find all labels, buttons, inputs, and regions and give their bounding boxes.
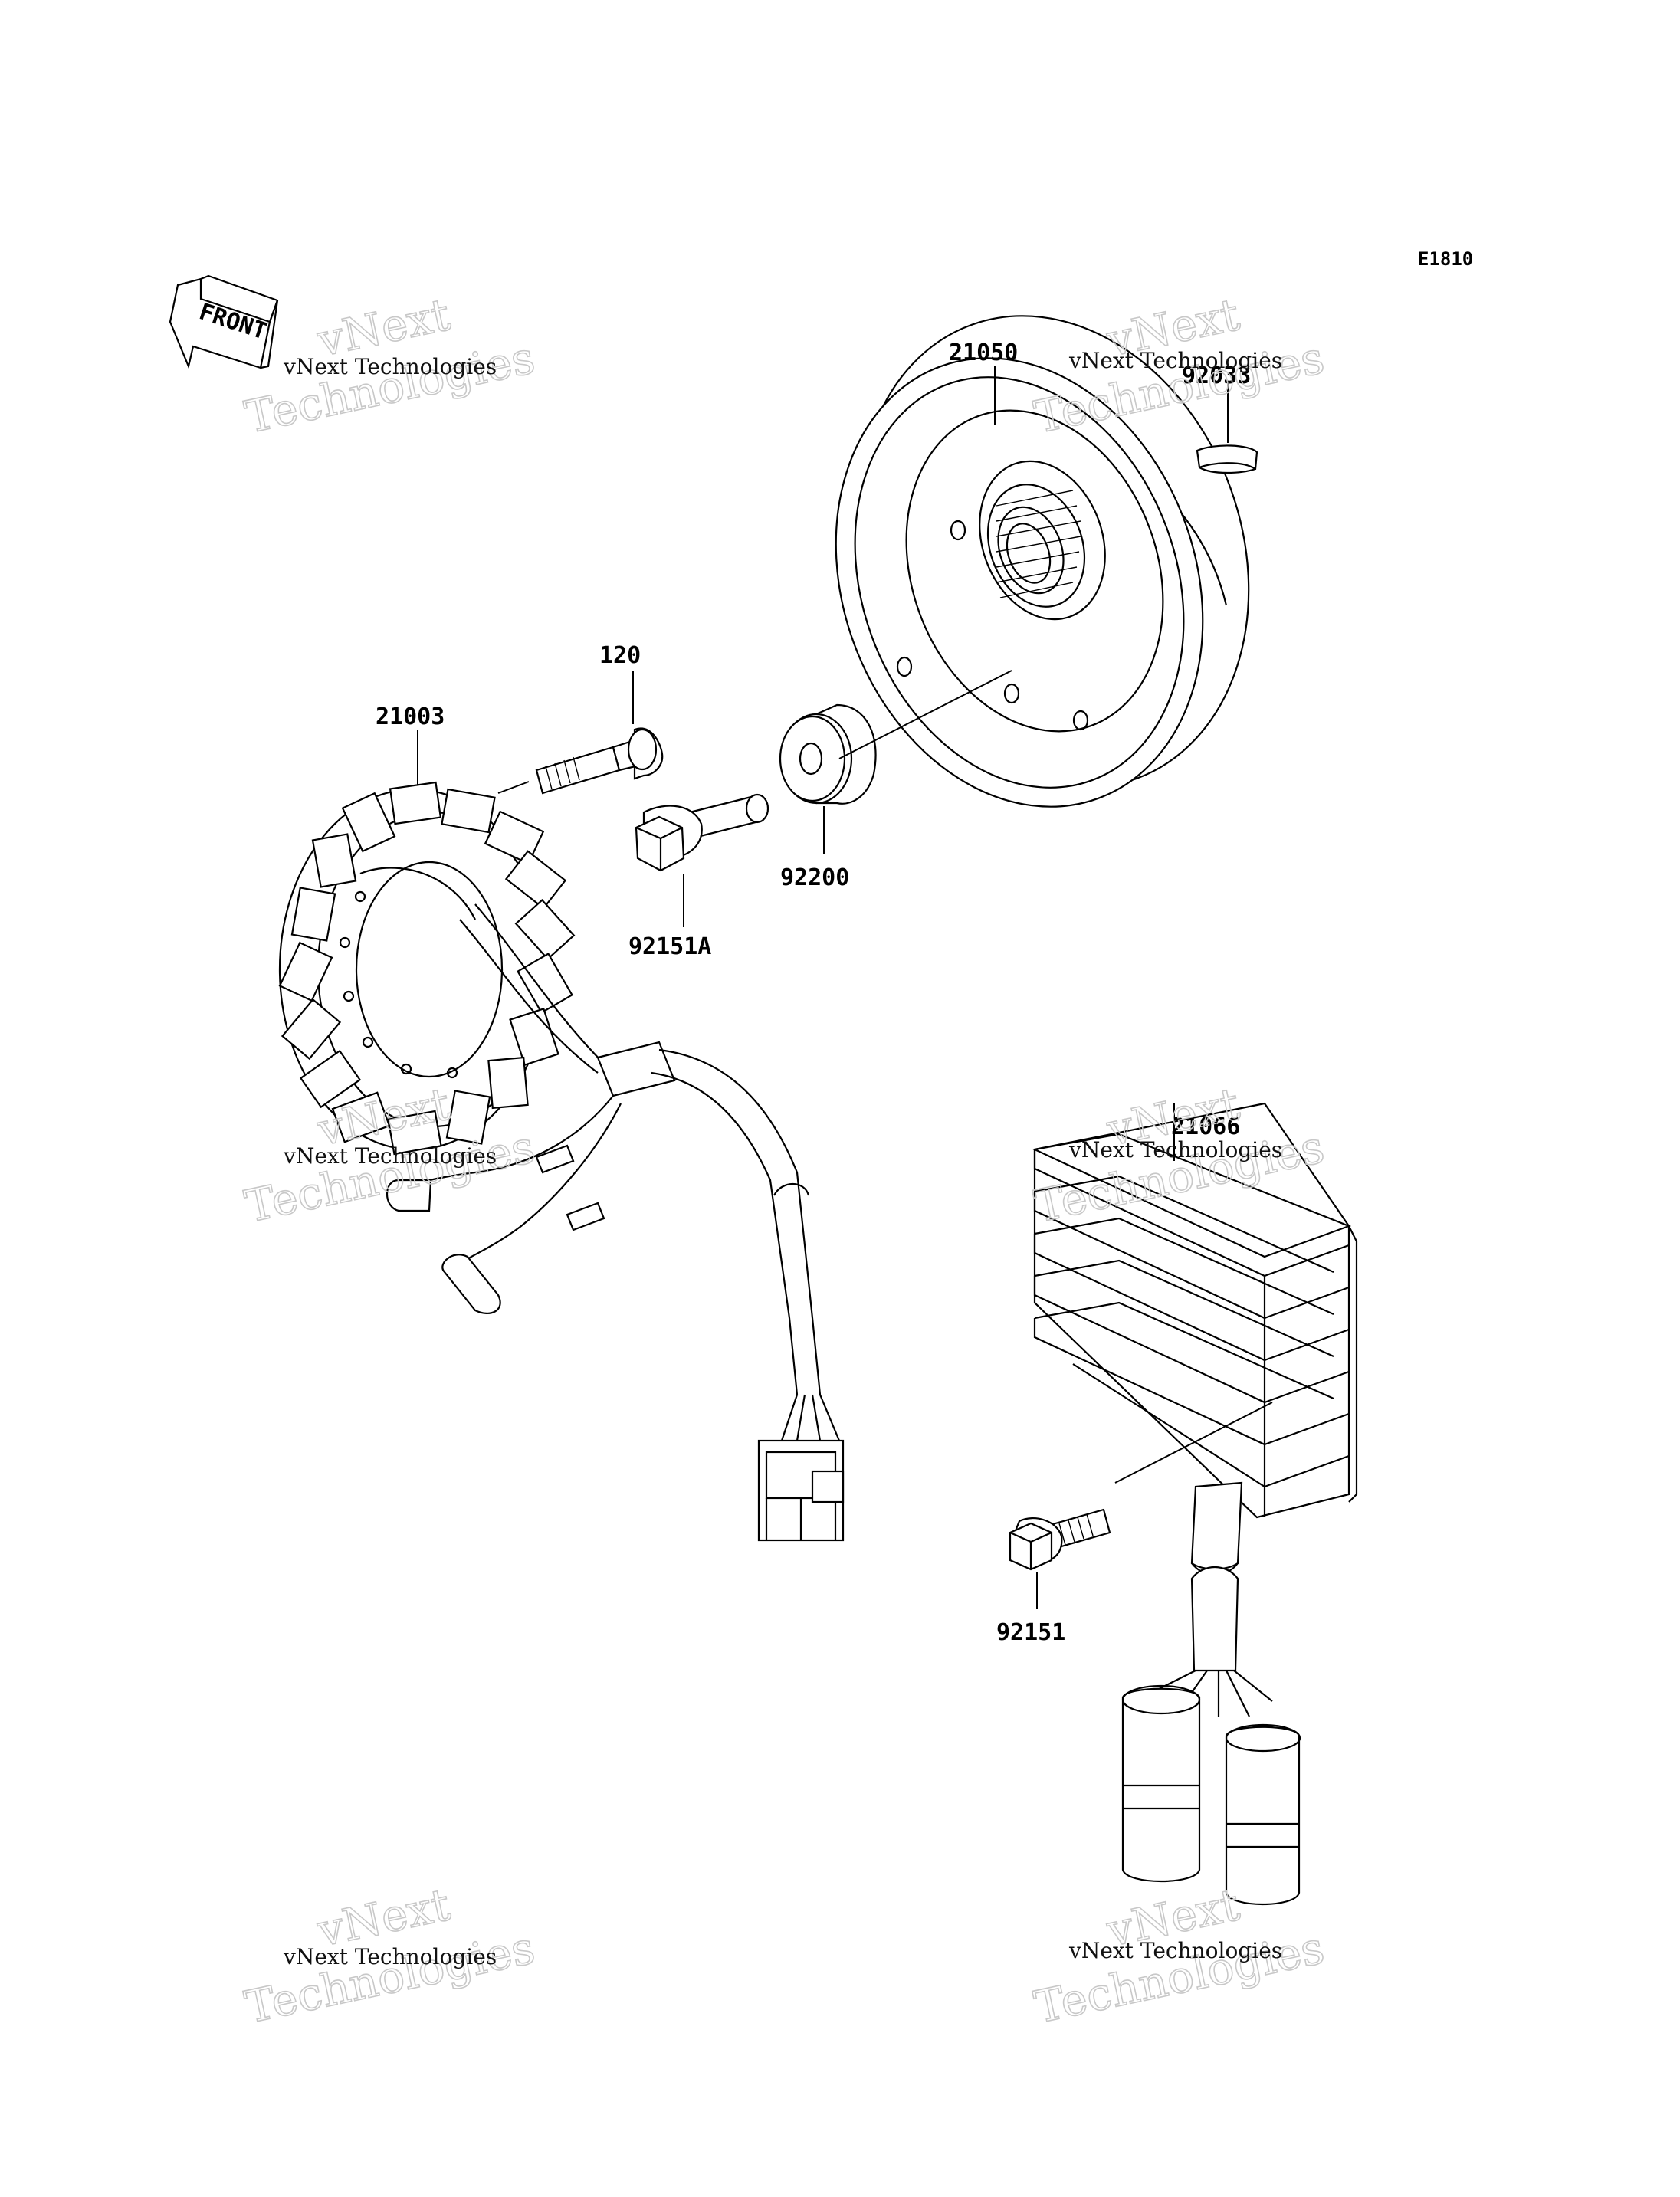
part-label-92151: 92151	[996, 1619, 1065, 1646]
washer	[779, 703, 877, 805]
front-arrow-icon: FRONT	[169, 274, 279, 369]
regulator-harness	[1121, 1481, 1301, 1906]
stator-bolt	[535, 727, 664, 795]
part-label-21003: 21003	[376, 703, 445, 730]
regulator-rectifier	[1032, 1102, 1358, 1519]
flywheel-rotor	[835, 315, 1250, 808]
flange-bolt	[1009, 1508, 1111, 1571]
watermark-bottom-left: vNext Technologies vNext Technologies	[240, 1877, 540, 2034]
watermark-mid-right: vNext Technologies vNext Technologies	[1029, 1077, 1329, 1233]
stator-coil	[278, 781, 576, 1156]
stator-harness	[386, 903, 845, 1542]
svg-text:vNext Technologies: vNext Technologies	[1068, 1938, 1282, 1963]
svg-text:vNext Technologies: vNext Technologies	[283, 1944, 497, 1969]
watermark-top-left: vNext Technologies vNext Technologies vN…	[240, 287, 540, 444]
part-label-92033: 92033	[1182, 362, 1251, 389]
part-label-21050: 21050	[949, 339, 1018, 366]
part-label-92200: 92200	[780, 864, 849, 891]
axis-line-washer	[838, 670, 1012, 759]
part-label-21066: 21066	[1171, 1113, 1240, 1140]
svg-text:vNext Technologies: vNext Technologies	[283, 354, 497, 379]
svg-text:vNext Technologies: vNext Technologies	[1068, 1137, 1282, 1162]
flange-bolt-a	[635, 793, 769, 872]
part-label-92151A: 92151A	[628, 933, 711, 960]
svg-text:vNext Technologies: vNext Technologies	[1068, 348, 1282, 373]
axis-line-120	[497, 781, 530, 794]
reference-code: E1810	[1418, 248, 1473, 270]
svg-text:vNext Technologies: vNext Technologies	[283, 1143, 497, 1169]
woodruff-key	[1196, 444, 1258, 474]
part-label-120: 120	[599, 642, 641, 669]
axis-line-92151	[1114, 1402, 1273, 1484]
